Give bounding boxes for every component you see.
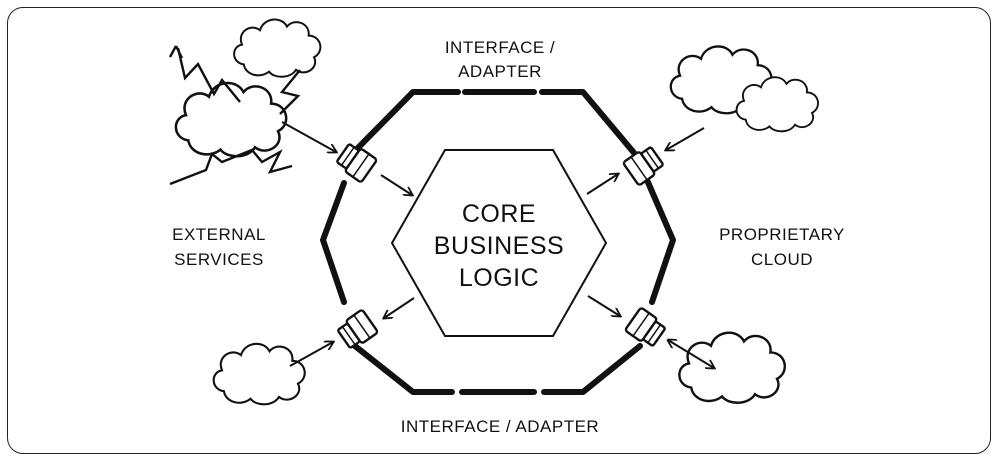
outer-hex-left	[320, 180, 347, 305]
outer-hex-top-left	[343, 89, 461, 163]
external-services-label-line-2: SERVICES	[174, 250, 264, 269]
external-services-cloud-top	[233, 18, 322, 78]
lightning-icon	[176, 47, 241, 103]
adapter-plug-icon	[333, 140, 379, 184]
adapter-plug-icon	[334, 308, 380, 352]
external-services-cloud-main	[174, 81, 288, 158]
lightning-icon	[169, 148, 293, 186]
core-label-line-3: LOGIC	[459, 264, 539, 292]
outer-hexagon	[320, 89, 676, 395]
bottom-adapter-label: INTERFACE / ADAPTER	[401, 417, 599, 436]
top-adapter-label-line-1: INTERFACE /	[445, 38, 555, 57]
adapter-plug-icon	[623, 306, 669, 350]
proprietary-cloud-top-right	[735, 76, 819, 133]
external-services-label-line-1: EXTERNAL	[172, 225, 266, 244]
lightning-icon	[279, 69, 301, 115]
core-label-line-2: BUSINESS	[434, 232, 564, 260]
proprietary-cloud-label-line-1: PROPRIETARY	[719, 225, 845, 244]
arrow-icon	[384, 297, 415, 318]
proprietary-cloud-label-line-2: CLOUD	[751, 250, 813, 269]
outer-hex-bottom-left	[352, 343, 455, 395]
top-adapter-label-line-2: ADAPTER	[458, 62, 542, 81]
outer-hex-right	[644, 177, 676, 305]
arrow-icon	[289, 342, 333, 367]
external-services-cloud-bottom	[212, 342, 306, 406]
arrow-icon	[587, 295, 620, 316]
arrow-icon	[281, 121, 336, 152]
arrow-icon	[380, 174, 412, 195]
proprietary-cloud-bottom	[678, 331, 787, 404]
outer-hex-top-right	[539, 89, 643, 163]
core-hexagon	[390, 149, 608, 337]
outer-hex-bottom-right	[541, 343, 643, 395]
arrow-icon	[668, 340, 714, 368]
diagram-frame	[7, 7, 991, 454]
core-label-line-1: CORE	[462, 200, 536, 228]
arrow-icon	[666, 127, 705, 150]
arrow-icon	[586, 174, 618, 195]
lightning-tip-icon	[168, 45, 184, 59]
